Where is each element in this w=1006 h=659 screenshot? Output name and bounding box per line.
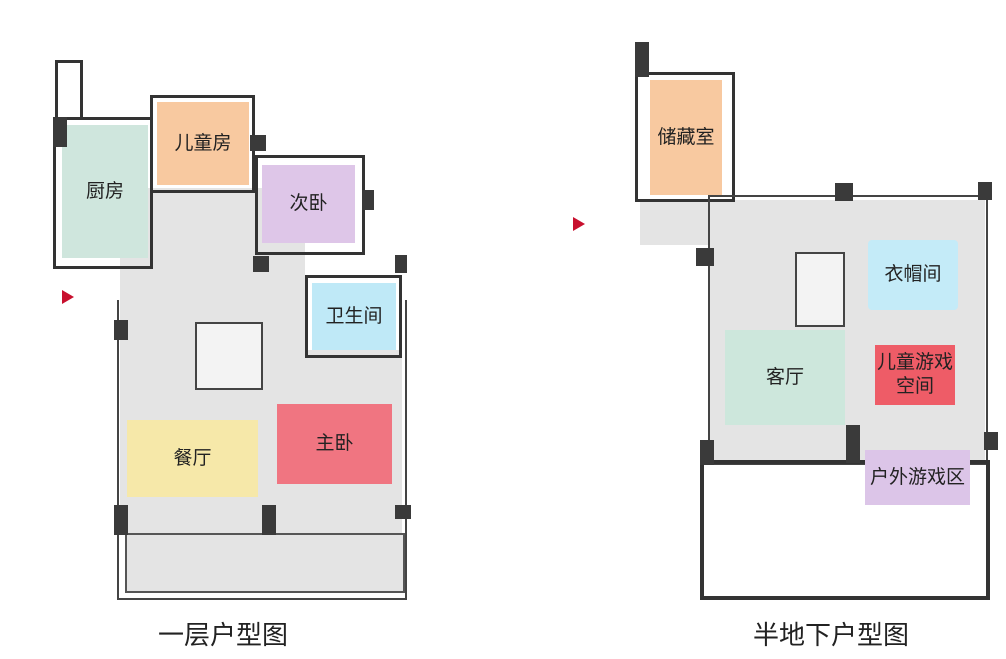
corridor [640,200,985,245]
room-kids: 儿童房 [157,102,249,185]
room-label: 卫生间 [325,304,383,327]
stairs [795,252,845,327]
ground-floor-plan: 厨房 儿童房 次卧 卫生间 餐厅 主卧 一层户型图 [0,0,500,651]
room-storage: 储藏室 [650,80,722,195]
entrance-arrow-icon [62,290,74,304]
entrance-arrow-icon [573,217,585,231]
column [362,190,374,210]
basement-plan: 储藏室 衣帽间 客厅 儿童游戏 空间 户外游戏区 半地下户型图 [500,0,1006,651]
column [114,320,128,340]
room-label: 餐厅 [173,446,212,469]
column [846,425,860,463]
column [262,505,276,535]
column [53,117,67,147]
room-label: 储藏室 [657,125,715,148]
room-label: 儿童游戏 空间 [876,351,953,397]
plan-caption: 半地下户型图 [753,621,910,651]
room-dining: 餐厅 [127,420,258,497]
room-label: 客厅 [765,365,804,388]
room-outdoor-play: 户外游戏区 [865,450,970,505]
plan-caption: 一层户型图 [158,621,289,651]
column [635,42,649,77]
room-label: 主卧 [315,432,354,455]
column [250,135,266,151]
stairs [195,322,263,390]
column [978,182,992,200]
room-label: 户外游戏区 [869,465,965,488]
column [835,183,853,201]
room-label: 衣帽间 [884,263,942,286]
column [700,440,714,465]
column [395,505,411,519]
room-label: 厨房 [85,179,124,202]
room-cloakroom: 衣帽间 [868,240,958,310]
room-master-bedroom: 主卧 [277,404,392,484]
outer-wall [117,300,407,600]
column [696,248,714,266]
room-label: 次卧 [289,192,328,215]
room-second-bedroom: 次卧 [262,165,355,243]
room-kids-play: 儿童游戏 空间 [875,345,955,405]
column [984,432,998,450]
column [395,255,407,273]
room-living: 客厅 [725,330,845,425]
outdoor-yard-wall [700,460,990,600]
bathroom-wall [305,275,402,358]
column [253,256,269,272]
room-bathroom: 卫生间 [312,283,396,350]
storage-wall [635,72,735,202]
room-kitchen: 厨房 [62,125,148,258]
chimney-wall [55,60,83,120]
room-label: 儿童房 [174,131,232,154]
balcony [125,533,405,593]
kitchen-wall [53,117,153,269]
column [114,505,128,535]
